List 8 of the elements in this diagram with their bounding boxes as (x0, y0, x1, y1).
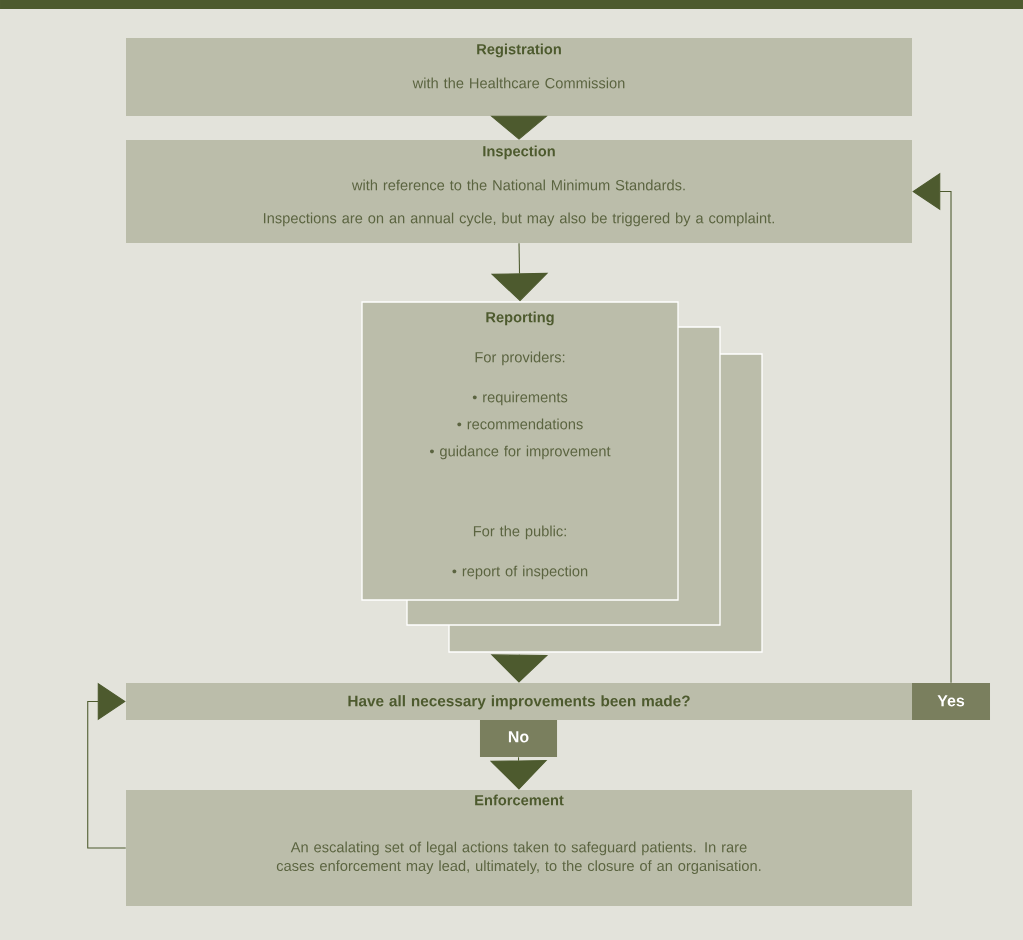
process-box: Inspection with reference to the National Minimum Standards. Inspections are on an annual cycle, but may also be triggered by a complaint. (126, 140, 912, 243)
decision-bar: Have all necessary improvements been made? (126, 682, 912, 721)
answer-tag: No (480, 720, 558, 758)
process-box: Registration with the Healthcare Commission (126, 38, 912, 116)
process-box: Enforcement An escalating set of legal actions taken to safeguard patients. In rare cases enforcement may lead, ultimately, to the closure of an organisation. (126, 790, 912, 906)
arrow (87, 682, 127, 849)
report-stack: Reporting For providers: • requirements • recommendations • guidance for improvement For the public: • report of inspection (361, 301, 763, 653)
answer-tag: Yes (912, 682, 990, 721)
